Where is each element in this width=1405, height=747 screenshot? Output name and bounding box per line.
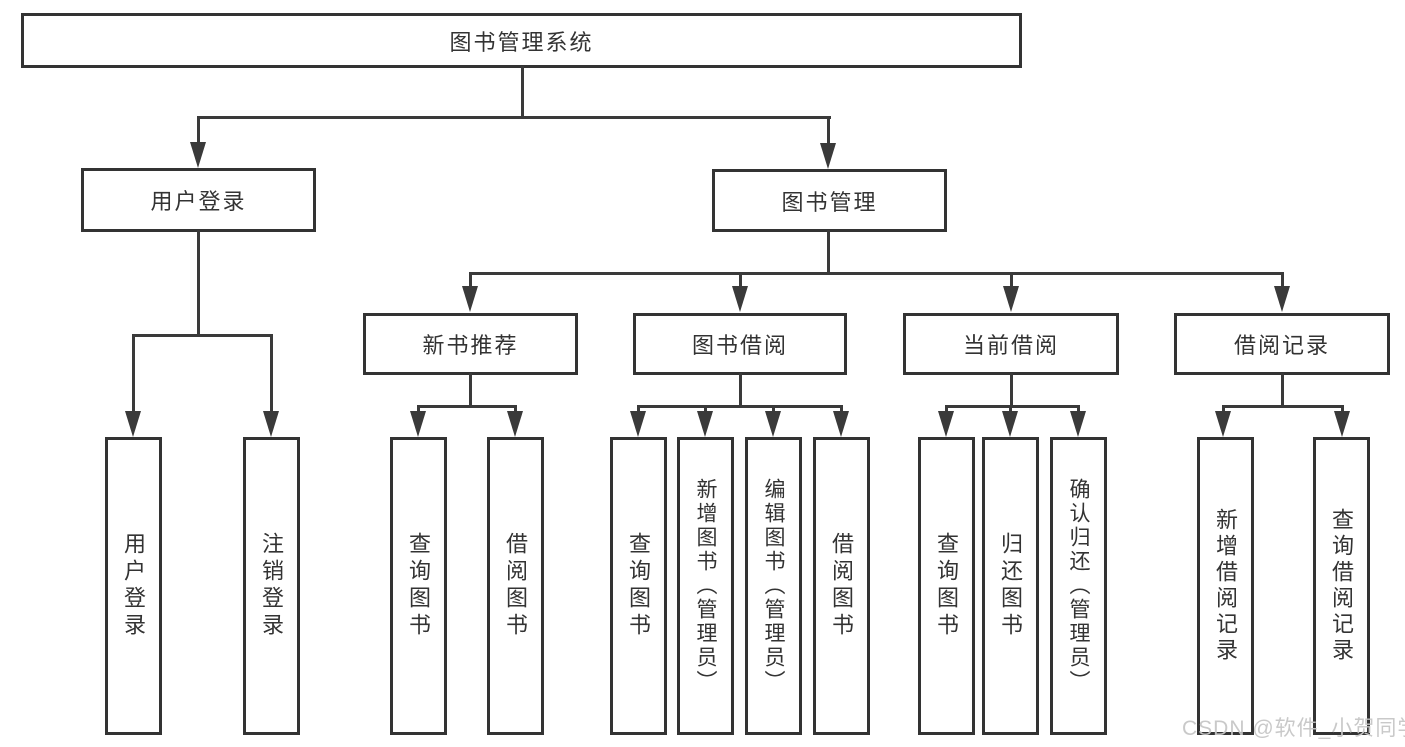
connector-vline: [197, 230, 200, 336]
arrow-down-icon: [765, 411, 781, 437]
connector-hline: [469, 272, 1283, 275]
leaf-add-books-admin: 新增图书（管理员）: [677, 437, 734, 735]
arrow-down-icon: [833, 411, 849, 437]
node-book-management: 图书管理: [712, 169, 947, 232]
arrow-down-icon: [507, 411, 523, 437]
connector-hline: [132, 334, 273, 337]
connector-hline: [1222, 405, 1344, 408]
connector-vline: [1281, 272, 1284, 288]
arrow-down-icon: [125, 411, 141, 437]
connector-vline: [827, 230, 830, 275]
arrow-down-icon: [1003, 286, 1019, 312]
leaf-query-books-current: 查询图书: [918, 437, 975, 735]
leaf-logout: 注销登录: [243, 437, 300, 735]
leaf-add-borrow-record: 新增借阅记录: [1197, 437, 1254, 735]
leaf-confirm-return-admin: 确认归还（管理员）: [1050, 437, 1107, 735]
leaf-query-borrow-record: 查询借阅记录: [1313, 437, 1370, 735]
connector-hline: [945, 405, 1079, 408]
connector-vline: [469, 272, 472, 288]
node-book-borrow: 图书借阅: [633, 313, 847, 375]
arrow-down-icon: [410, 411, 426, 437]
connector-vline: [1010, 272, 1013, 288]
arrow-down-icon: [938, 411, 954, 437]
connector-vline: [827, 116, 830, 146]
node-current-borrow: 当前借阅: [903, 313, 1119, 375]
connector-vline: [197, 116, 200, 146]
node-borrow-record: 借阅记录: [1174, 313, 1390, 375]
arrow-down-icon: [697, 411, 713, 437]
leaf-return-books: 归还图书: [982, 437, 1039, 735]
arrow-down-icon: [732, 286, 748, 312]
leaf-borrow-books: 借阅图书: [813, 437, 870, 735]
arrow-down-icon: [1334, 411, 1350, 437]
arrow-down-icon: [820, 143, 836, 169]
connector-vline: [739, 373, 742, 407]
leaf-query-books-recommend: 查询图书: [390, 437, 447, 735]
leaf-query-books-borrow: 查询图书: [610, 437, 667, 735]
connector-vline: [739, 272, 742, 288]
connector-vline: [521, 66, 524, 117]
node-new-book-recommend: 新书推荐: [363, 313, 578, 375]
leaf-borrow-books-recommend: 借阅图书: [487, 437, 544, 735]
arrow-down-icon: [1274, 286, 1290, 312]
arrow-down-icon: [263, 411, 279, 437]
connector-vline: [1281, 373, 1284, 407]
connector-vline: [132, 334, 135, 414]
arrow-down-icon: [462, 286, 478, 312]
connector-hline: [417, 405, 517, 408]
connector-vline: [469, 373, 472, 407]
arrow-down-icon: [190, 142, 206, 168]
arrow-down-icon: [630, 411, 646, 437]
arrow-down-icon: [1002, 411, 1018, 437]
connector-vline: [1010, 373, 1013, 407]
connector-vline: [270, 334, 273, 414]
node-user-login: 用户登录: [81, 168, 316, 232]
arrow-down-icon: [1215, 411, 1231, 437]
leaf-user-login: 用户登录: [105, 437, 162, 735]
leaf-edit-books-admin: 编辑图书（管理员）: [745, 437, 802, 735]
connector-hline: [197, 116, 831, 119]
csdn-watermark: CSDN @软件_小贺同学: [1182, 717, 1405, 740]
connector-hline: [637, 405, 843, 408]
arrow-down-icon: [1070, 411, 1086, 437]
node-root-library-system: 图书管理系统: [21, 13, 1022, 68]
